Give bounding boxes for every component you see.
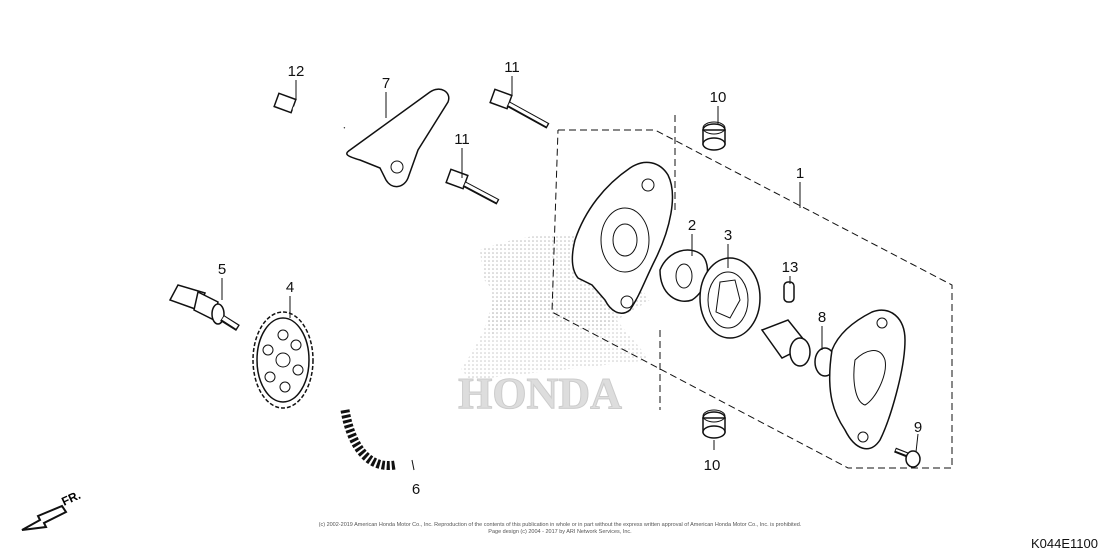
callout-10-upper[interactable]: 10 xyxy=(710,89,727,106)
callout-8[interactable]: 8 xyxy=(818,309,826,326)
sprocket-4-icon[interactable] xyxy=(252,311,314,409)
bolt-11-lower-icon[interactable] xyxy=(445,168,500,205)
bolt-12-icon[interactable] xyxy=(273,92,346,129)
callout-5[interactable]: 5 xyxy=(218,261,226,278)
pump-rotor-shaft-icon[interactable] xyxy=(760,319,811,367)
dowel-pin-10-upper-icon[interactable] xyxy=(702,121,726,151)
direction-label: FR. xyxy=(59,488,82,509)
callout-labels: 12 7 11 11 10 1 2 3 13 8 5 4 9 10 6 xyxy=(218,59,922,498)
callout-1[interactable]: 1 xyxy=(796,165,804,182)
drive-chain-6-icon[interactable] xyxy=(340,273,492,470)
pump-body-icon[interactable] xyxy=(571,161,674,314)
copyright-line-2: Page design (c) 2004 - 2017 by ARI Netwo… xyxy=(488,529,632,535)
front-direction-arrow-icon: FR. xyxy=(21,488,83,531)
chain-guide-plate-7-icon[interactable] xyxy=(346,88,450,188)
callout-3[interactable]: 3 xyxy=(724,227,732,244)
bolt-11-upper-icon[interactable] xyxy=(489,88,550,129)
outer-rotor-3-icon[interactable] xyxy=(699,257,761,339)
diagram-code: K044E1100 xyxy=(1031,536,1098,551)
callout-9[interactable]: 9 xyxy=(914,419,922,436)
leader-lines xyxy=(221,76,919,471)
copyright-notice: (c) 2002-2019 American Honda Motor Co., … xyxy=(300,522,820,536)
callout-11-lower[interactable]: 11 xyxy=(454,131,470,148)
callout-12[interactable]: 12 xyxy=(288,63,305,80)
dowel-pin-10-lower-icon[interactable] xyxy=(702,409,726,439)
watermark-text: HONDA xyxy=(458,369,622,418)
callout-4[interactable]: 4 xyxy=(286,279,294,296)
callout-13[interactable]: 13 xyxy=(782,259,799,276)
assembly-outline xyxy=(551,115,953,469)
pump-shaft-5-icon[interactable] xyxy=(168,284,240,331)
callout-10-lower[interactable]: 10 xyxy=(704,457,721,474)
pump-cover-icon[interactable] xyxy=(828,309,906,450)
copyright-line-1: (c) 2002-2019 American Honda Motor Co., … xyxy=(318,522,802,528)
callout-6[interactable]: 6 xyxy=(412,481,420,498)
pin-13-icon[interactable] xyxy=(783,281,795,303)
callout-2[interactable]: 2 xyxy=(688,217,696,234)
callout-11-upper[interactable]: 11 xyxy=(504,59,520,76)
callout-7[interactable]: 7 xyxy=(382,75,390,92)
screw-9-icon[interactable] xyxy=(894,447,921,468)
